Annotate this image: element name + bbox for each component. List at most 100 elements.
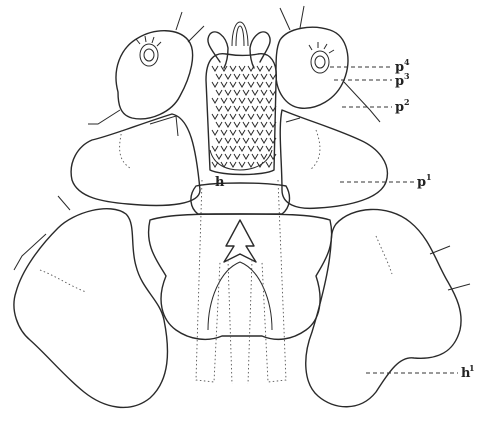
bristle-mark xyxy=(266,114,272,119)
left-lower-lobe xyxy=(14,196,168,407)
bristle-mark xyxy=(248,146,254,151)
bristle-mark xyxy=(257,130,263,135)
label-leaders xyxy=(330,67,458,373)
central-body xyxy=(149,180,332,384)
bristle-mark xyxy=(221,130,227,135)
bristle-mark xyxy=(261,106,267,111)
bristle-mark xyxy=(225,74,231,79)
bristle-mark xyxy=(230,130,236,135)
bristle-mark xyxy=(216,74,222,79)
bristle-mark xyxy=(239,66,245,71)
bristle-mark xyxy=(252,74,258,79)
bristle-mark xyxy=(234,90,240,95)
bristle-mark xyxy=(239,98,245,103)
bristle-mark xyxy=(212,98,218,103)
bristle-mark xyxy=(270,74,276,79)
bristle-mark xyxy=(216,90,222,95)
bristle-mark xyxy=(257,146,263,151)
bristle-mark xyxy=(212,82,218,87)
svg-text:p: p xyxy=(395,60,404,75)
bristle-mark xyxy=(270,154,276,159)
bristle-mark xyxy=(266,66,272,71)
bristle-mark xyxy=(212,130,218,135)
bristle-mark xyxy=(248,66,254,71)
bristle-mark xyxy=(248,162,254,167)
bristle-mark xyxy=(257,98,263,103)
bristle-mark xyxy=(248,130,254,135)
svg-text:p: p xyxy=(395,100,404,115)
bristle-mark xyxy=(221,82,227,87)
bristle-mark xyxy=(221,146,227,151)
bristle-mark xyxy=(234,106,240,111)
label-p2: p 2 xyxy=(395,97,410,115)
bristle-mark xyxy=(225,138,231,143)
bristle-mark xyxy=(261,90,267,95)
svg-text:2: 2 xyxy=(404,97,410,107)
bristle-mark xyxy=(252,106,258,111)
bristle-mark xyxy=(243,74,249,79)
bristle-mark xyxy=(225,90,231,95)
bristle-mark xyxy=(243,106,249,111)
bristle-mark xyxy=(248,114,254,119)
svg-text:h: h xyxy=(215,175,225,190)
bristle-mark xyxy=(257,114,263,119)
bristle-mark xyxy=(261,122,267,127)
svg-text:p: p xyxy=(417,175,426,190)
bristle-mark xyxy=(216,154,222,159)
bristle-mark xyxy=(216,122,222,127)
bristle-mark xyxy=(252,90,258,95)
right-mid-plate xyxy=(280,110,387,208)
bristle-mark xyxy=(234,154,240,159)
bristle-mark xyxy=(230,162,236,167)
bristle-mark xyxy=(212,66,218,71)
bristle-mark xyxy=(216,138,222,143)
bristle-mark xyxy=(261,138,267,143)
label-p3: p 3 xyxy=(395,71,410,89)
bristle-mark xyxy=(225,122,231,127)
bristle-mark xyxy=(239,82,245,87)
bristle-mark xyxy=(212,114,218,119)
svg-text:1: 1 xyxy=(426,172,432,182)
bristle-mark xyxy=(212,162,218,167)
bristle-mark xyxy=(230,98,236,103)
svg-text:4: 4 xyxy=(404,57,410,67)
bristle-mark xyxy=(239,162,245,167)
bristle-mark xyxy=(266,98,272,103)
bristle-mark xyxy=(252,138,258,143)
label-h1: h 1 xyxy=(461,363,475,381)
bristle-mark xyxy=(257,82,263,87)
bristle-mark xyxy=(225,106,231,111)
bristle-mark xyxy=(234,122,240,127)
right-lower-lobe xyxy=(306,209,470,406)
bristle-mark xyxy=(239,146,245,151)
bristle-mark xyxy=(225,154,231,159)
bristle-mark xyxy=(243,154,249,159)
left-upper-lobe xyxy=(88,12,204,124)
bristle-mark xyxy=(243,122,249,127)
label-h: h xyxy=(215,175,225,190)
right-upper-lobe xyxy=(276,6,380,122)
bristle-mark xyxy=(261,154,267,159)
bristle-mark xyxy=(248,82,254,87)
bristle-mark xyxy=(266,130,272,135)
bristle-mark xyxy=(234,138,240,143)
bristle-mark xyxy=(261,74,267,79)
bristle-mark xyxy=(266,146,272,151)
bristle-mark xyxy=(239,130,245,135)
bristle-mark xyxy=(239,114,245,119)
bristle-mark xyxy=(257,66,263,71)
bristles xyxy=(212,66,276,167)
bristle-mark xyxy=(266,162,272,167)
bristle-mark xyxy=(230,114,236,119)
svg-text:3: 3 xyxy=(404,71,410,81)
bristle-mark xyxy=(252,122,258,127)
bristle-mark xyxy=(230,146,236,151)
central-column xyxy=(206,22,276,175)
svg-text:p: p xyxy=(395,74,404,89)
svg-text:1: 1 xyxy=(469,363,475,373)
left-mid-plate xyxy=(71,114,200,205)
bristle-mark xyxy=(252,154,258,159)
bristle-mark xyxy=(221,114,227,119)
